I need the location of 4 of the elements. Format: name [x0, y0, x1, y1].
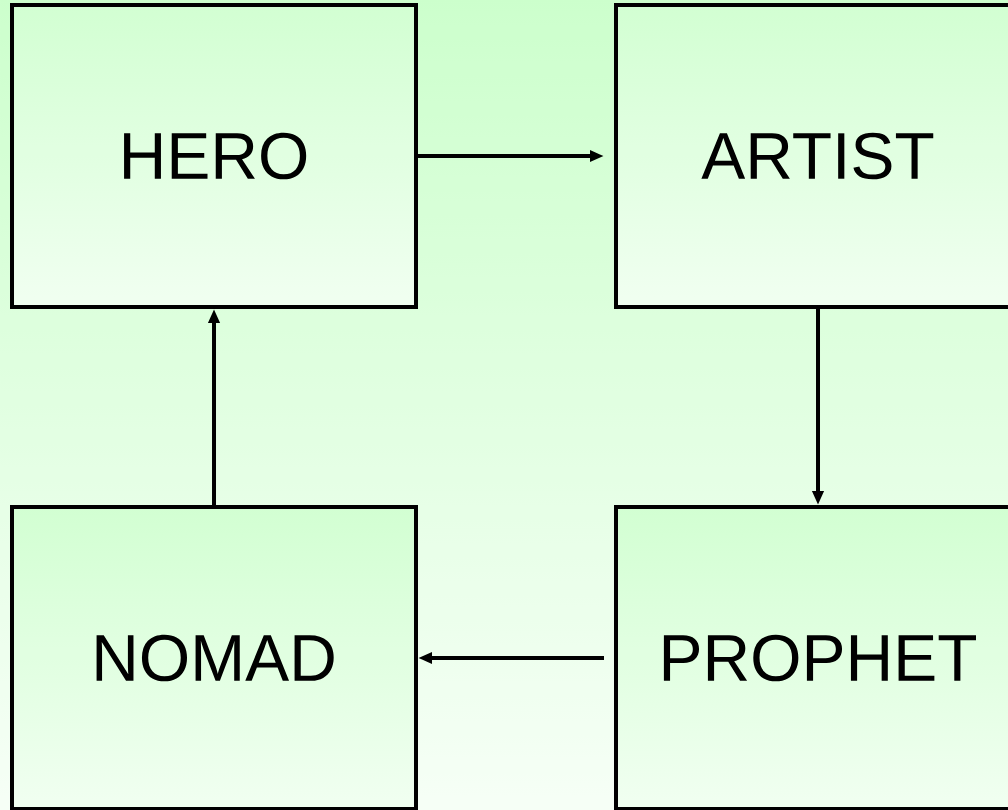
process-box: PROPHET	[614, 505, 1008, 810]
process-box: HERO	[10, 3, 418, 309]
process-box: ARTIST	[614, 3, 1008, 309]
process-box: NOMAD	[10, 505, 418, 810]
